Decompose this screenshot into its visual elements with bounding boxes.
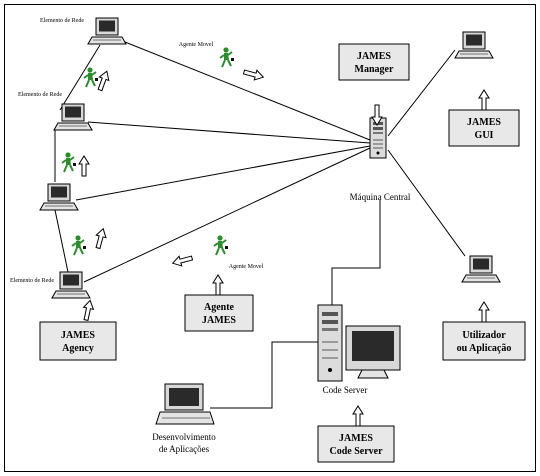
box-james-code-server: JAMES Code Server xyxy=(317,425,395,463)
box-james-agency: JAMES Agency xyxy=(39,321,117,361)
diagram-frame xyxy=(4,4,536,472)
mobile-agent-icon-3 xyxy=(61,151,77,173)
mobile-agent-icon-2 xyxy=(83,66,99,88)
box-utilizador-line1: Utilizador xyxy=(462,330,506,341)
box-codeserver-line2: Code Server xyxy=(329,446,383,457)
gui-pc xyxy=(454,31,494,59)
label-agente-movel-top: Agente Movel xyxy=(179,42,214,48)
arrow-left-icon xyxy=(170,252,194,269)
arrow-up-icon xyxy=(478,89,490,111)
label-code-server: Code Server xyxy=(323,385,368,395)
developer-laptop xyxy=(155,383,215,425)
box-manager-line2: Manager xyxy=(355,64,394,75)
box-james-gui: JAMES GUI xyxy=(448,109,520,147)
box-gui-line2: GUI xyxy=(475,130,494,141)
box-gui-line1: JAMES xyxy=(467,117,501,128)
network-element-pc-2 xyxy=(53,103,93,131)
label-desenvolvimento: Desenvolvimento xyxy=(152,432,216,442)
box-agency-line1: JAMES xyxy=(61,330,95,341)
box-utilizador-line2: ou Aplicação xyxy=(457,343,512,354)
box-agente-line1: Agente xyxy=(204,302,235,313)
mobile-agent-icon-1 xyxy=(219,46,235,68)
box-codeserver-line1: JAMES xyxy=(339,433,373,444)
label-agente-movel-bottom: Agente Movel xyxy=(229,264,264,270)
utilizador-pc xyxy=(461,255,501,283)
arrow-up-icon xyxy=(92,226,109,250)
arrow-up-icon xyxy=(212,274,224,296)
label-elemento-de-rede-1: Elemento de Rede xyxy=(40,18,84,24)
box-james-manager: JAMES Manager xyxy=(338,43,410,81)
box-agente-james: Agente JAMES xyxy=(184,294,254,332)
label-elemento-de-rede-2: Elemento de Rede xyxy=(18,92,62,98)
code-server-machine xyxy=(317,304,401,382)
network-element-pc-1 xyxy=(87,17,127,45)
mobile-agent-icon-5 xyxy=(213,234,229,256)
box-manager-line1: JAMES xyxy=(357,51,391,62)
label-de-aplicacoes: de Aplicações xyxy=(159,444,210,454)
label-elemento-de-rede-3: Elemento de Rede xyxy=(10,278,54,284)
network-element-pc-4 xyxy=(51,271,91,299)
arrow-right-icon xyxy=(242,66,266,83)
connection-lines xyxy=(54,39,466,409)
arrow-up-icon xyxy=(78,155,90,177)
arrow-up-icon xyxy=(352,405,364,427)
mobile-agent-icon-4 xyxy=(71,234,87,256)
box-utilizador: Utilizador ou Aplicação xyxy=(442,321,526,361)
arrow-up-icon xyxy=(80,298,96,322)
label-maquina-central: Máquina Central xyxy=(350,192,411,202)
box-agente-line2: JAMES xyxy=(202,315,236,326)
box-agency-line2: Agency xyxy=(62,343,94,354)
network-element-pc-3 xyxy=(39,183,79,211)
arrow-up-icon xyxy=(478,301,490,323)
